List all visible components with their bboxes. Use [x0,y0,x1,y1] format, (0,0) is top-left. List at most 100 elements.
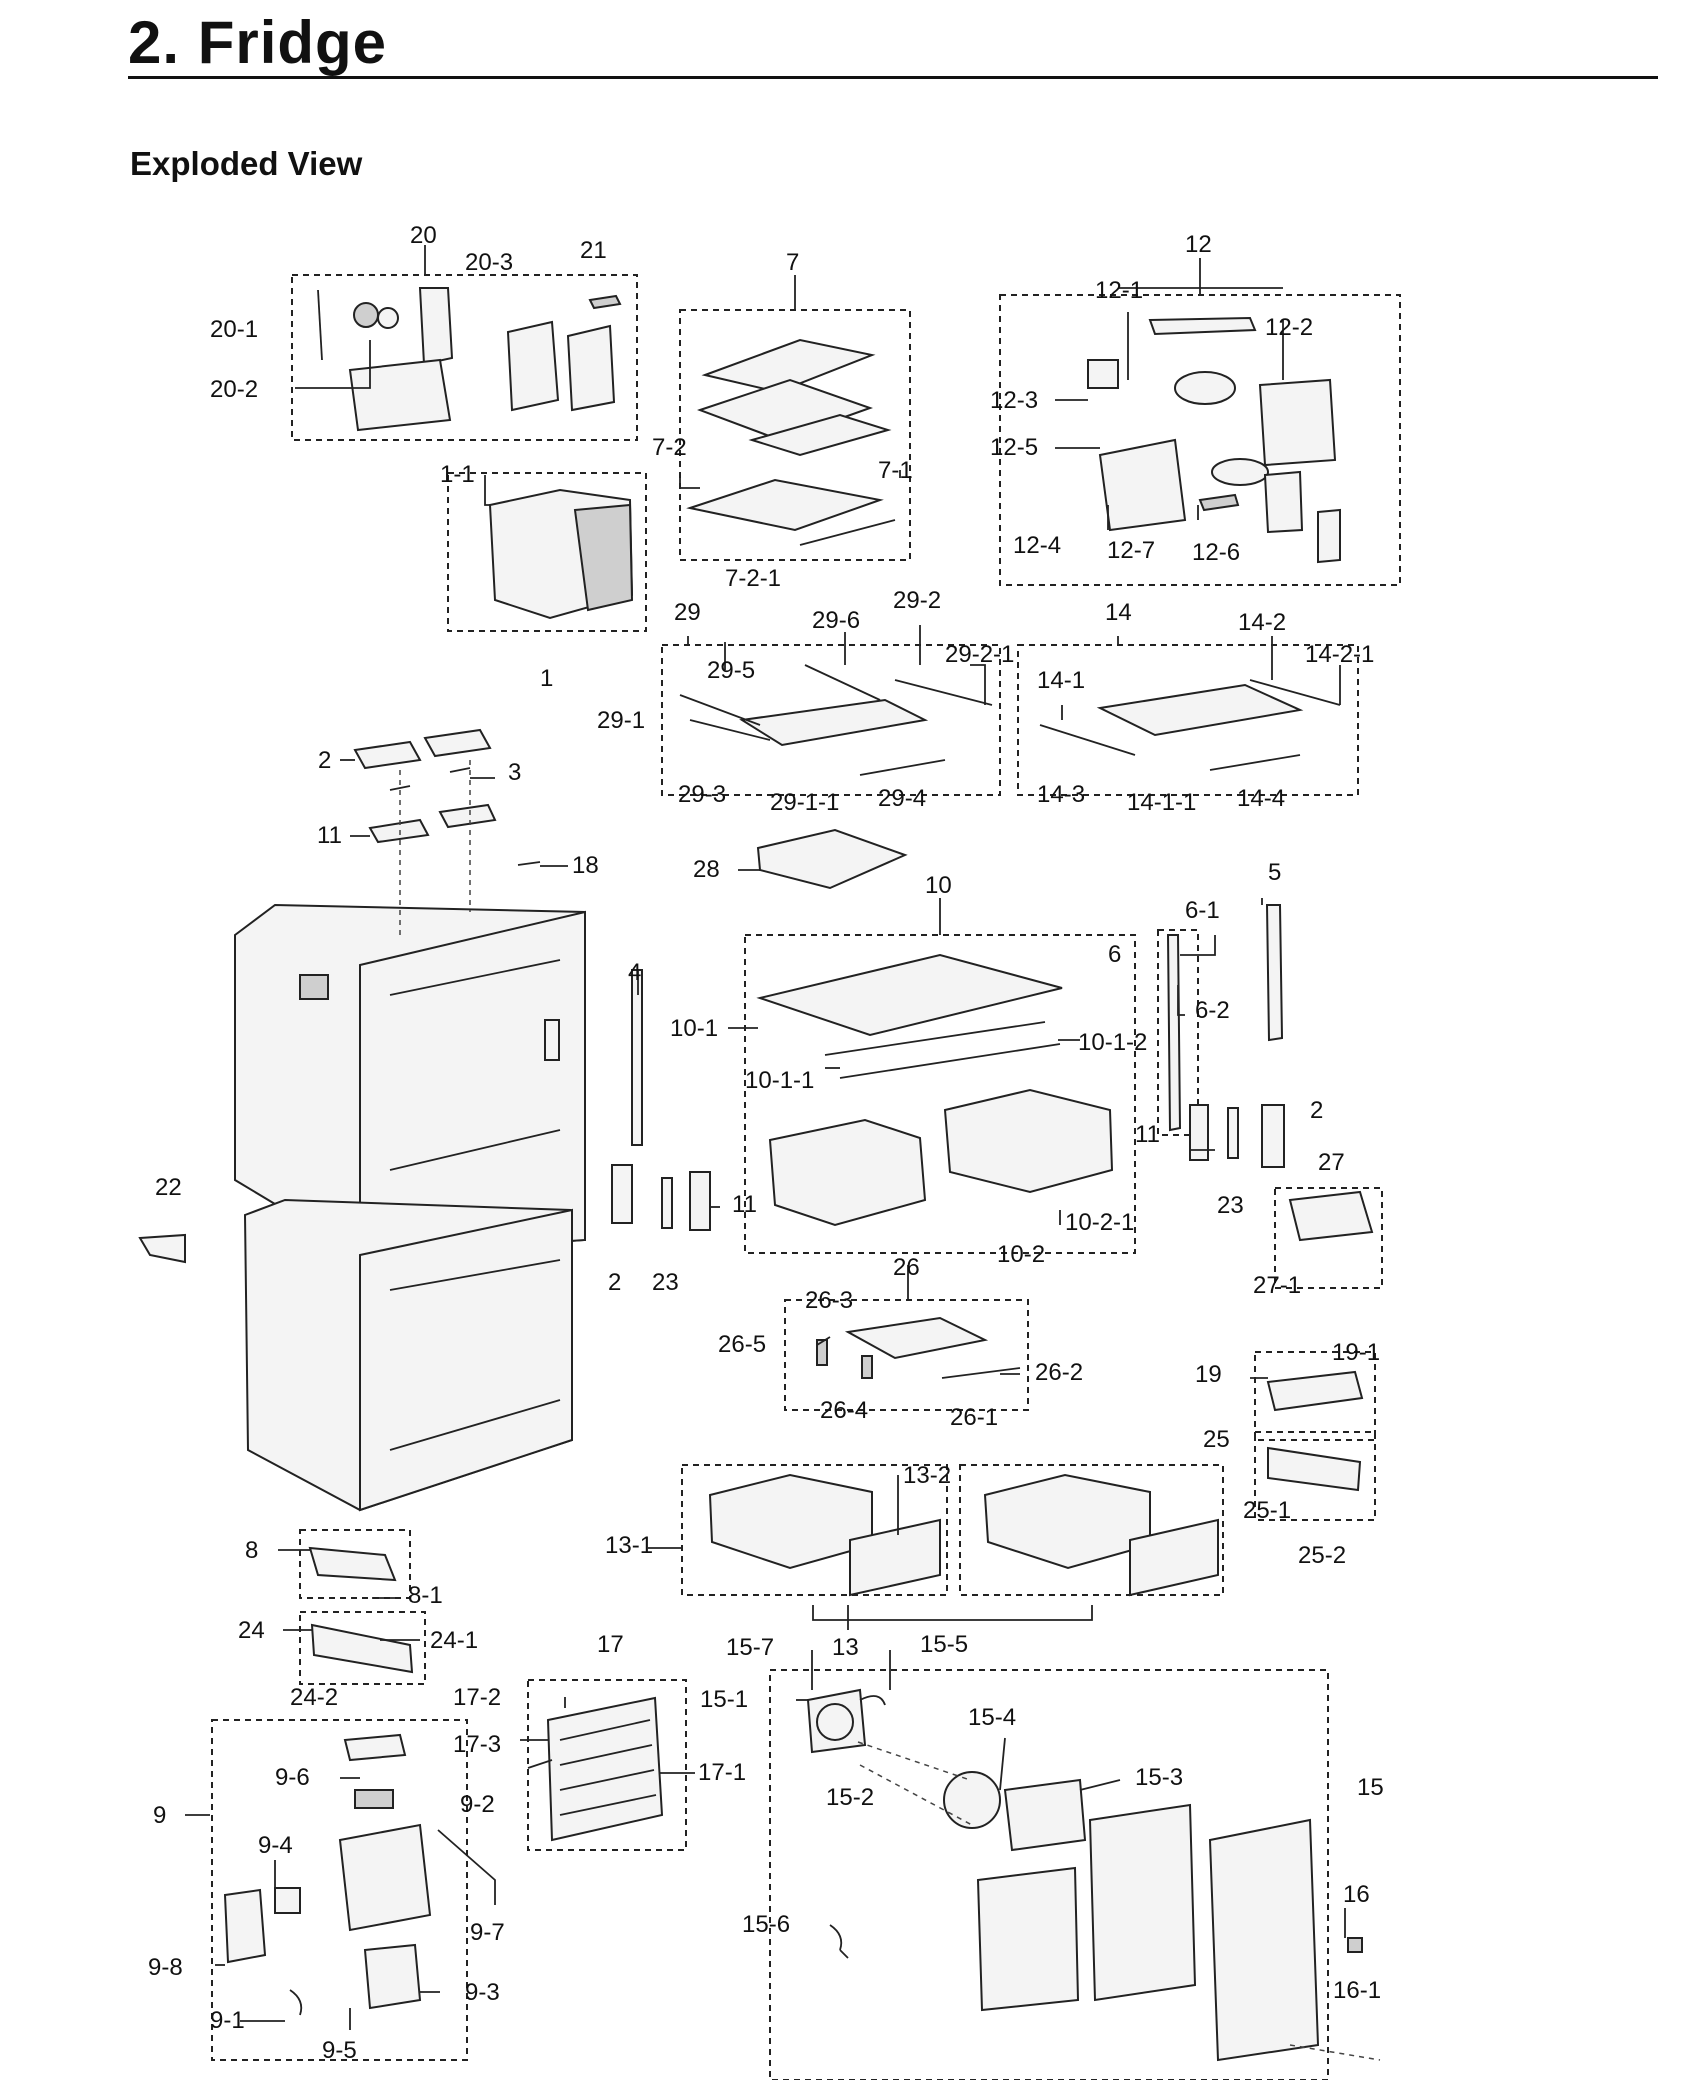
callout-14-2-1: 14-2-1 [1305,641,1374,668]
callout-24-1: 24-1 [430,1627,478,1654]
callout-14-3: 14-3 [1037,781,1085,808]
group-box-14 [1017,644,1359,796]
page-title: 2. Fridge [128,9,388,76]
callout-12-7: 12-7 [1107,537,1155,564]
callout-20: 20 [410,222,437,249]
callout-1: 1 [540,665,553,692]
vent-parts-2-3-11 [353,728,541,866]
callout-14-2: 14-2 [1238,609,1286,636]
part-24 [310,1623,414,1674]
callout-14: 14 [1105,599,1132,626]
shelf-parts-29 [679,664,993,776]
callout-11-right: 11 [1135,1121,1160,1148]
callout-15-3: 15-3 [1135,1764,1183,1791]
callout-19: 19 [1195,1361,1222,1388]
callout-20-3: 20-3 [465,249,513,276]
callout-7-2-1: 7-2-1 [725,565,781,592]
callout-7-2: 7-2 [652,434,687,461]
callout-15: 15 [1357,1774,1384,1801]
group-box-26 [784,1299,1029,1411]
callout-15-7: 15-7 [726,1634,774,1661]
callout-21: 21 [580,237,607,264]
group-box-24 [299,1611,426,1685]
callout-7-1: 7-1 [878,457,913,484]
callout-29-3: 29-3 [678,781,726,808]
callout-6-1: 6-1 [1185,897,1220,924]
callout-27: 27 [1318,1149,1345,1176]
callout-14-1: 14-1 [1037,667,1085,694]
callout-5: 5 [1268,859,1281,886]
callout-9-5: 9-5 [322,2037,357,2064]
group-box-8 [299,1529,411,1599]
callout-17: 17 [597,1631,624,1658]
callout-25-1: 25-1 [1243,1497,1291,1524]
callout-12: 12 [1185,231,1212,258]
callout-3: 3 [508,759,521,786]
part-8 [308,1546,397,1582]
callout-26: 26 [893,1254,920,1281]
callout-10-1: 10-1 [670,1015,718,1042]
callout-14-1-1: 14-1-1 [1127,789,1196,816]
part-27 [1288,1190,1374,1242]
callout-9-3: 9-3 [465,1979,500,2006]
callout-10: 10 [925,872,952,899]
group-box-27 [1274,1187,1383,1289]
callout-9-7: 9-7 [470,1919,505,1946]
callout-22: 22 [155,1174,182,1201]
callout-6-2: 6-2 [1195,997,1230,1024]
callout-9-2: 9-2 [460,1791,495,1818]
callout-23-right: 23 [1217,1192,1244,1219]
fan-motor-parts-9 [223,1733,432,2016]
callout-20-2: 20-2 [210,376,258,403]
callout-29-5: 29-5 [707,657,755,684]
callout-26-3: 26-3 [805,1287,853,1314]
callout-13-2: 13-2 [903,1462,951,1489]
callout-9: 9 [153,1802,166,1829]
callout-28: 28 [693,856,720,883]
callout-labels: 20 20-3 21 20-1 20-2 7 7-2 7-1 7-2-1 12 … [148,222,1384,2064]
callout-12-5: 12-5 [990,434,1038,461]
callout-29-1-1: 29-1-1 [770,789,839,816]
callout-13-1: 13-1 [605,1532,653,1559]
callout-19-1: 19-1 [1332,1339,1380,1366]
callout-20-1: 20-1 [210,316,258,343]
callout-15-6: 15-6 [742,1911,790,1938]
section-subtitle: Exploded View [130,145,363,182]
shelf-parts-7 [686,338,896,546]
group-box-15 [769,1669,1329,2080]
callout-23-middle: 23 [652,1269,679,1296]
callout-29-4: 29-4 [878,785,926,812]
callout-2-upper: 2 [318,747,331,774]
group-box-20 [291,274,638,441]
callout-24-2: 24-2 [290,1684,338,1711]
callout-4: 4 [628,959,641,986]
callout-17-2: 17-2 [453,1684,501,1711]
callout-2-right: 2 [1310,1097,1323,1124]
callout-15-4: 15-4 [968,1704,1016,1731]
alignment-lines [399,760,1381,2061]
shelf-parts-14 [1039,679,1341,771]
fan-duct-parts-15 [806,1688,1363,2062]
callout-16: 16 [1343,1881,1370,1908]
group-box-25 [1254,1431,1376,1521]
callout-17-3: 17-3 [453,1731,501,1758]
crisper-parts-10 [756,953,1114,1227]
callout-12-3: 12-3 [990,387,1038,414]
group-box-29 [661,644,1001,796]
callout-12-1: 12-1 [1095,277,1143,304]
control-parts-12 [1087,316,1341,564]
shelf-parts-26 [816,1316,1021,1379]
callout-13: 13 [832,1634,859,1661]
callout-9-8: 9-8 [148,1954,183,1981]
callout-12-6: 12-6 [1192,539,1240,566]
callout-12-4: 12-4 [1013,532,1061,559]
callout-8-1: 8-1 [408,1582,443,1609]
group-box-10 [744,934,1136,1254]
callout-26-2: 26-2 [1035,1359,1083,1386]
callout-17-1: 17-1 [698,1759,746,1786]
callout-10-1-1: 10-1-1 [745,1067,814,1094]
callout-8: 8 [245,1537,258,1564]
vertical-parts [611,904,1285,1231]
callout-2-middle: 2 [608,1269,621,1296]
